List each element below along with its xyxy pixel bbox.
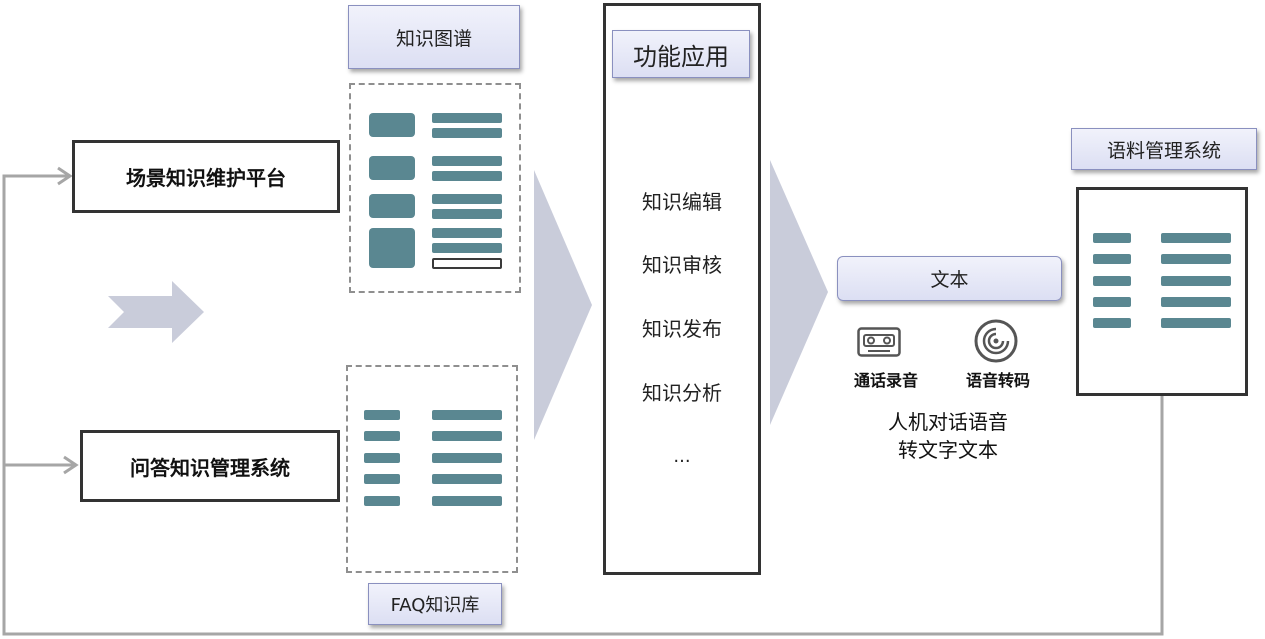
- function-item-review: 知识审核: [642, 253, 722, 277]
- arrowhead-scene: [57, 166, 73, 186]
- flow-arrow-to-functions: [534, 170, 592, 440]
- faq-header: FAQ知识库: [368, 583, 502, 625]
- graph-bar: [432, 243, 502, 253]
- recording-label: 通话录音: [853, 371, 918, 390]
- graph-bar: [432, 171, 502, 181]
- corpus-bar-long: [1161, 297, 1231, 307]
- faq-bar-short: [364, 453, 400, 463]
- graph-bar: [432, 228, 502, 238]
- knowledge-graph-header: 知识图谱: [348, 5, 520, 69]
- corpus-bar-short: [1093, 318, 1131, 328]
- faq-bar-short: [364, 474, 400, 484]
- functions-title-label: 功能应用: [633, 42, 729, 71]
- corpus-bar-short: [1093, 233, 1131, 243]
- corpus-bar-short: [1093, 276, 1131, 286]
- faq-bar-long: [432, 453, 502, 463]
- corpus-bar-long: [1161, 254, 1231, 264]
- graph-bar: [432, 209, 502, 219]
- function-item-more: ...: [673, 446, 691, 467]
- transcript-note: 人机对话语音 转文字文本: [858, 408, 1038, 464]
- graph-block: [369, 156, 415, 180]
- qa-knowledge-system: 问答知识管理系统: [80, 430, 340, 502]
- faq-panel: [346, 365, 518, 573]
- faq-bar-short: [364, 410, 400, 420]
- function-item-edit: 知识编辑: [642, 190, 722, 214]
- corpus-bar-long: [1161, 276, 1231, 286]
- faq-bar-short: [364, 431, 400, 441]
- faq-bar-long: [432, 474, 502, 484]
- graph-block: [369, 194, 415, 218]
- functions-panel: 功能应用 知识编辑 知识审核 知识发布 知识分析 ...: [603, 3, 761, 575]
- graph-bar: [432, 113, 502, 123]
- qa-knowledge-system-label: 问答知识管理系统: [130, 455, 290, 480]
- arrowhead-qa: [63, 455, 79, 475]
- graph-block: [369, 228, 415, 268]
- faq-bar-long: [432, 431, 502, 441]
- feedback-loop-line: [2, 174, 1164, 636]
- faq-bar-long: [432, 410, 502, 420]
- faq-bar-short: [364, 496, 400, 506]
- graph-block: [369, 113, 415, 137]
- graph-bar: [432, 128, 502, 138]
- corpus-bar-long: [1161, 233, 1231, 243]
- corpus-bar-long: [1161, 318, 1231, 328]
- knowledge-graph-panel: [349, 83, 521, 293]
- faq-label: FAQ知识库: [390, 595, 480, 616]
- functions-title: 功能应用: [612, 30, 750, 78]
- corpus-label: 语料管理系统: [1106, 139, 1221, 162]
- voice-wave-icon: [974, 319, 1018, 363]
- function-item-analysis: 知识分析: [642, 381, 722, 405]
- graph-bar: [432, 194, 502, 204]
- function-item-publish: 知识发布: [642, 317, 722, 341]
- scene-knowledge-platform-label: 场景知识维护平台: [126, 166, 286, 190]
- transcode-label: 语音转码: [965, 371, 1030, 390]
- transcript-note-line1: 人机对话语音: [888, 410, 1008, 434]
- knowledge-graph-label: 知识图谱: [395, 27, 472, 50]
- corpus-header: 语料管理系统: [1071, 128, 1257, 170]
- corpus-bar-short: [1093, 297, 1131, 307]
- cassette-tape-icon: [857, 327, 901, 357]
- corpus-bar-short: [1093, 254, 1131, 264]
- graph-bar: [432, 156, 502, 166]
- faq-bar-long: [432, 496, 502, 506]
- flow-arrow-small: [108, 281, 204, 343]
- graph-empty-bar: [432, 258, 502, 269]
- scene-knowledge-platform: 场景知识维护平台: [72, 140, 340, 213]
- flow-arrow-to-text: [770, 160, 828, 425]
- corpus-panel: [1076, 187, 1248, 396]
- text-box: 文本: [837, 256, 1062, 301]
- text-box-label: 文本: [930, 269, 969, 291]
- transcript-note-line2: 转文字文本: [898, 438, 998, 462]
